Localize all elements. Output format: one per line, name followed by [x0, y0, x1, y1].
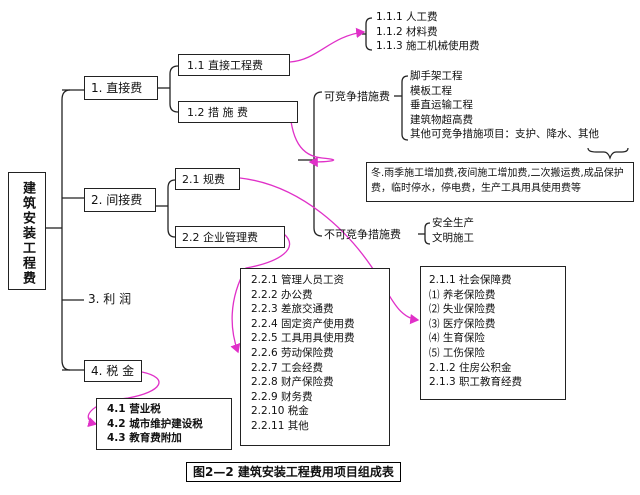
list-item: 2.2.3 差旅交通费: [251, 303, 334, 316]
indirect-bracket: [167, 179, 176, 238]
non-competitive-items-list: 安全生产 文明施工: [432, 216, 474, 245]
tax-node: 4. 税 金: [84, 360, 142, 382]
tax-label: 4. 税 金: [91, 364, 135, 378]
other-brace: [587, 147, 629, 160]
list-item: 1.1.1 人工费: [376, 11, 438, 23]
other-measures-detail-box: 冬.雨季施工增加费,夜间施工增加费,二次搬运费,成品保护费，临时停水，停电费，生…: [366, 162, 634, 202]
list-item: ⑸ 工伤保险: [429, 346, 485, 359]
non-competitive-measures-label: 不可竞争措施费: [324, 228, 401, 241]
list-item: 4.1 营业税: [107, 403, 161, 415]
fees-node: 2.1 规费: [175, 168, 240, 190]
list-item: ⑴ 养老保险费: [429, 288, 496, 301]
list-item: 2.1.2 住房公积金: [429, 361, 512, 374]
list-item: 2.2.6 劳动保险费: [251, 346, 334, 359]
tax-items-box: 4.1 营业税 4.2 城市维护建设税 4.3 教育费附加: [96, 398, 232, 450]
list-item: 其他可竞争措施项目：支护、降水、其他: [410, 128, 599, 141]
direct-engineering-label: 1.1 直接工程费: [187, 59, 263, 72]
list-item: ⑶ 医疗保险费: [429, 317, 496, 330]
direct-fee-label: 1. 直接费: [91, 81, 143, 95]
list-item: 1.1.3 施工机械使用费: [376, 40, 480, 53]
management-fee-node: 2.2 企业管理费: [175, 226, 285, 248]
list-item: 1.1.2 材料费: [376, 25, 438, 38]
list-item: 2.1.3 职工教育经费: [429, 376, 523, 389]
arrow-fees: [239, 177, 420, 325]
list-item: ⑵ 失业保险费: [429, 303, 496, 316]
list-item: 安全生产: [432, 217, 474, 229]
fees-items-box: 2.1.1 社会保障费 ⑴ 养老保险费 ⑵ 失业保险费 ⑶ 医疗保险费 ⑷ 生育…: [420, 266, 566, 400]
list-item: 2.2.7 工会经费: [251, 361, 324, 374]
management-items-list: 2.2.1 管理人员工资 2.2.2 办公费 2.2.3 差旅交通费 2.2.4…: [251, 273, 355, 434]
arrow-measures: [289, 111, 335, 168]
management-items-box: 2.2.1 管理人员工资 2.2.2 办公费 2.2.3 差旅交通费 2.2.4…: [240, 268, 390, 446]
root-node: 建筑安装工程费: [8, 172, 46, 290]
indirect-fee-node: 2. 间接费: [84, 188, 156, 212]
direct-bracket: [169, 65, 179, 113]
list-item: 2.2.2 办公费: [251, 288, 313, 301]
measures-bracket: [313, 91, 323, 237]
list-item: 脚手架工程: [410, 70, 463, 82]
list-item: 模板工程: [410, 84, 452, 97]
direct-engineering-node: 1.1 直接工程费: [178, 54, 290, 76]
list-item: 2.2.4 固定资产使用费: [251, 317, 355, 330]
competitive-items-list: 脚手架工程 模板工程 垂直运输工程 建筑物超高费 其他可竞争措施项目：支护、降水…: [410, 69, 599, 142]
list-item: 2.2.1 管理人员工资: [251, 274, 345, 286]
list-item: ⑷ 生育保险: [429, 332, 485, 345]
list-item: 2.2.11 其他: [251, 419, 309, 432]
list-item: 2.2.5 工具用具使用费: [251, 332, 355, 345]
competitive-measures-label: 可竞争措施费: [324, 90, 390, 103]
arrow-direct-engineering: [289, 27, 366, 63]
list-item: 2.2.10 税金: [251, 405, 309, 418]
other-measures-detail-text: 冬.雨季施工增加费,夜间施工增加费,二次搬运费,成品保护费，临时停水，停电费，生…: [371, 168, 624, 194]
root-bracket: [61, 89, 71, 371]
measures-node: 1.2 措 施 费: [178, 101, 298, 123]
direct-fee-node: 1. 直接费: [84, 76, 158, 100]
list-item: 4.3 教育费附加: [107, 432, 182, 445]
list-item: 4.2 城市维护建设税: [107, 417, 203, 430]
indirect-fee-label: 2. 间接费: [91, 193, 143, 207]
list-item: 2.2.9 财务费: [251, 390, 313, 403]
list-item: 建筑物超高费: [410, 113, 473, 126]
fees-label: 2.1 规费: [182, 173, 225, 186]
tax-items-list: 4.1 营业税 4.2 城市维护建设税 4.3 教育费附加: [107, 402, 203, 446]
list-item: 2.1.1 社会保障费: [429, 274, 512, 286]
root-label: 建筑安装工程费: [20, 181, 35, 286]
profit-label: 3. 利 润: [88, 292, 132, 306]
measures-label: 1.2 措 施 费: [187, 106, 248, 119]
list-item: 垂直运输工程: [410, 99, 473, 112]
direct-engineering-list: 1.1.1 人工费 1.1.2 材料费 1.1.3 施工机械使用费: [376, 10, 480, 54]
management-fee-label: 2.2 企业管理费: [182, 231, 258, 244]
list-item: 2.2.8 财产保险费: [251, 376, 334, 389]
list-item: 文明施工: [432, 231, 474, 244]
figure-caption: 图2—2 建筑安装工程费用项目组成表: [186, 462, 401, 482]
fees-items-list: 2.1.1 社会保障费 ⑴ 养老保险费 ⑵ 失业保险费 ⑶ 医疗保险费 ⑷ 生育…: [429, 273, 522, 390]
